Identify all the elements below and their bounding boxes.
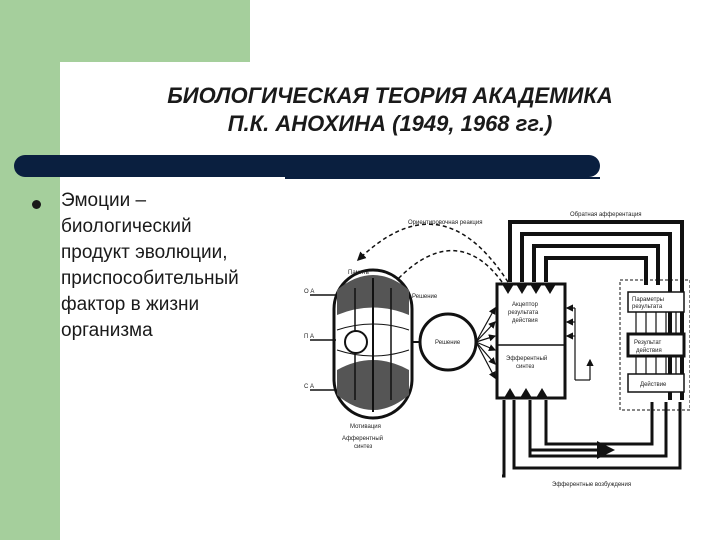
bullet-line-3: продукт эволюции,: [61, 242, 228, 263]
label-efferent-2: синтез: [516, 364, 535, 370]
right-arrows: [565, 304, 594, 381]
slide-title: БИОЛОГИЧЕСКАЯ ТЕОРИЯ АКАДЕМИКА П.К. АНОХ…: [60, 82, 720, 138]
label-feedback: Обратная афферентация: [570, 212, 642, 218]
title-divider-bar: [14, 155, 600, 177]
label-action: Действие: [640, 381, 667, 388]
bullet-line-5: фактор в жизни: [61, 294, 200, 315]
label-result-2: действия: [636, 347, 662, 354]
label-oa: О А: [304, 289, 314, 295]
label-acceptor-1: Акцептор: [512, 302, 539, 308]
left-green-band: [0, 0, 60, 540]
label-efferent-excitation: Эфферентные возбуждения: [552, 482, 631, 488]
top-green-corner: [60, 0, 250, 62]
label-afferent-1: Афферентный: [342, 435, 383, 442]
slide-title-line-2: П.К. АНОХИНА (1949, 1968 гг.): [227, 111, 553, 136]
bullet-dot-icon: [32, 200, 41, 209]
acceptor-triangles: [502, 284, 556, 398]
label-acceptor-3: действия: [512, 317, 538, 324]
label-sa: С А: [304, 384, 314, 390]
memory-dashed-arrow: [387, 249, 503, 292]
bullet-line-6: организма: [61, 320, 153, 341]
orienting-dashed-arrow: [356, 223, 509, 283]
label-decision: Решение: [435, 340, 461, 346]
label-efferent-1: Эфферентный: [506, 355, 547, 362]
label-afferent-2: синтез: [354, 444, 373, 450]
label-memory: Память: [348, 270, 369, 276]
functional-system-diagram: Ориентировочная реакция Обратная афферен…: [304, 212, 690, 488]
bullet-line-2: биологический: [61, 216, 192, 237]
result-dashed-frame: [619, 279, 690, 411]
slide-title-line-1: БИОЛОГИЧЕСКАЯ ТЕОРИЯ АКАДЕМИКА: [167, 83, 613, 108]
afferent-synthesis-capsule: [332, 268, 414, 420]
label-params-1: Параметры: [632, 297, 664, 303]
label-pa: П А: [304, 334, 314, 340]
label-decision-top: Решение: [412, 294, 438, 300]
label-result-1: Результат: [634, 340, 662, 346]
bullet-line-1: Эмоции –: [61, 190, 147, 211]
label-motivation: Мотивация: [350, 424, 381, 430]
label-acceptor-2: результата: [508, 310, 539, 316]
label-params-2: результата: [632, 304, 663, 310]
bullet-text: Эмоции – биологический продукт эволюции,…: [61, 188, 301, 344]
acceptor-block: [495, 282, 567, 400]
label-orienting: Ориентировочная реакция: [408, 220, 482, 226]
title-divider-underline: [285, 177, 600, 179]
decision-fan: [475, 306, 497, 380]
efferent-loops: [502, 400, 682, 478]
bullet-line-4: приспособительный: [61, 268, 239, 289]
